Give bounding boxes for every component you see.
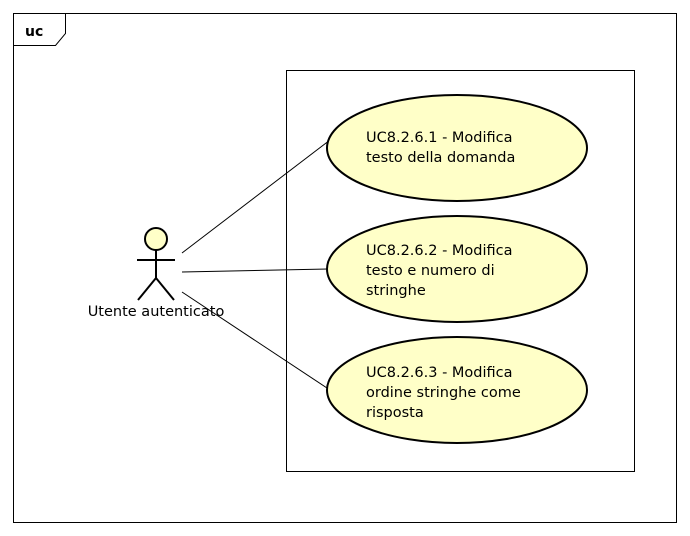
frame-tab-label: uc <box>25 24 43 40</box>
association-line-2 <box>181 268 329 273</box>
association-line-3 <box>181 291 331 391</box>
use-case-3-line-1: UC8.2.6.3 - Modifica <box>366 365 513 381</box>
use-case-1-ellipse <box>326 94 588 202</box>
use-case-1-line-2: testo della domanda <box>366 150 515 166</box>
actor-head <box>144 227 168 251</box>
actor-right-leg <box>155 277 175 301</box>
use-case-2-ellipse <box>326 215 588 323</box>
use-case-2-line-2: testo e numero di <box>366 263 495 279</box>
use-case-3-label: UC8.2.6.3 - Modifica ordine stringhe com… <box>366 365 525 421</box>
association-line-1 <box>181 139 331 254</box>
use-case-3[interactable]: UC8.2.6.3 - Modifica ordine stringhe com… <box>326 336 588 444</box>
actor-left-leg <box>137 277 157 301</box>
use-case-3-ellipse <box>326 336 588 444</box>
use-case-2-label: UC8.2.6.2 - Modifica testo e numero di s… <box>366 243 517 299</box>
actor[interactable]: Utente autenticato <box>88 227 225 320</box>
use-case-1[interactable]: UC8.2.6.1 - Modifica testo della domanda <box>326 94 588 202</box>
use-case-3-line-2: ordine stringhe come <box>366 385 521 401</box>
use-case-1-label: UC8.2.6.1 - Modifica testo della domanda <box>366 130 517 166</box>
use-case-3-line-3: risposta <box>366 405 424 421</box>
use-case-1-line-1: UC8.2.6.1 - Modifica <box>366 130 513 146</box>
use-case-2-line-1: UC8.2.6.2 - Modifica <box>366 243 513 259</box>
stick-figure-actor-icon <box>137 227 175 301</box>
use-case-2[interactable]: UC8.2.6.2 - Modifica testo e numero di s… <box>326 215 588 323</box>
actor-label: Utente autenticato <box>88 304 225 320</box>
use-case-2-line-3: stringhe <box>366 283 426 299</box>
frame-tab <box>13 13 66 46</box>
